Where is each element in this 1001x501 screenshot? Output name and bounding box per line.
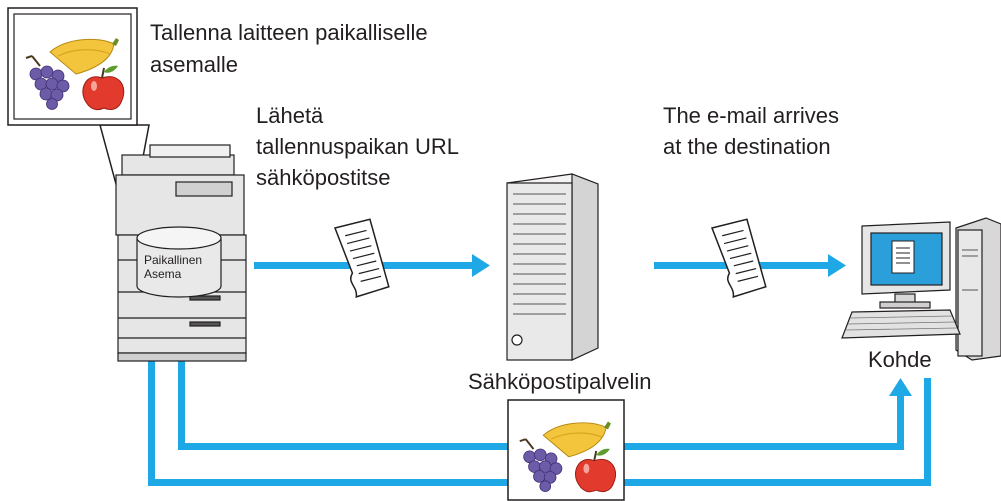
destination-label: Kohde <box>868 347 932 372</box>
local-drive-icon <box>136 226 222 298</box>
send-url-label-line1: Lähetä <box>256 103 324 128</box>
local-drive-label-line2: Asema <box>144 267 182 281</box>
computer-icon <box>841 217 1001 361</box>
save-local-label-line1: Tallenna laitteen paikalliselle <box>150 20 428 45</box>
save-local-label-line2: asemalle <box>150 52 239 77</box>
mail-server-label: Sähköpostipalvelin <box>468 369 652 394</box>
mail-server-icon <box>506 173 599 361</box>
fruit-image-icon <box>507 399 625 501</box>
local-drive-label-line1: Paikallinen <box>144 253 203 267</box>
fruit-image-icon <box>25 38 125 111</box>
multifunction-printer-icon <box>115 144 247 362</box>
arrives-label-line2: at the destination <box>663 134 831 159</box>
callout-box <box>7 7 150 233</box>
arrives-label-line1: The e-mail arrives <box>663 103 840 128</box>
send-url-label-line3: sähköpostitse <box>256 165 391 190</box>
document-icon <box>333 218 390 298</box>
document-icon <box>710 218 767 298</box>
send-url-label-line2: tallennuspaikan URL <box>256 134 460 159</box>
